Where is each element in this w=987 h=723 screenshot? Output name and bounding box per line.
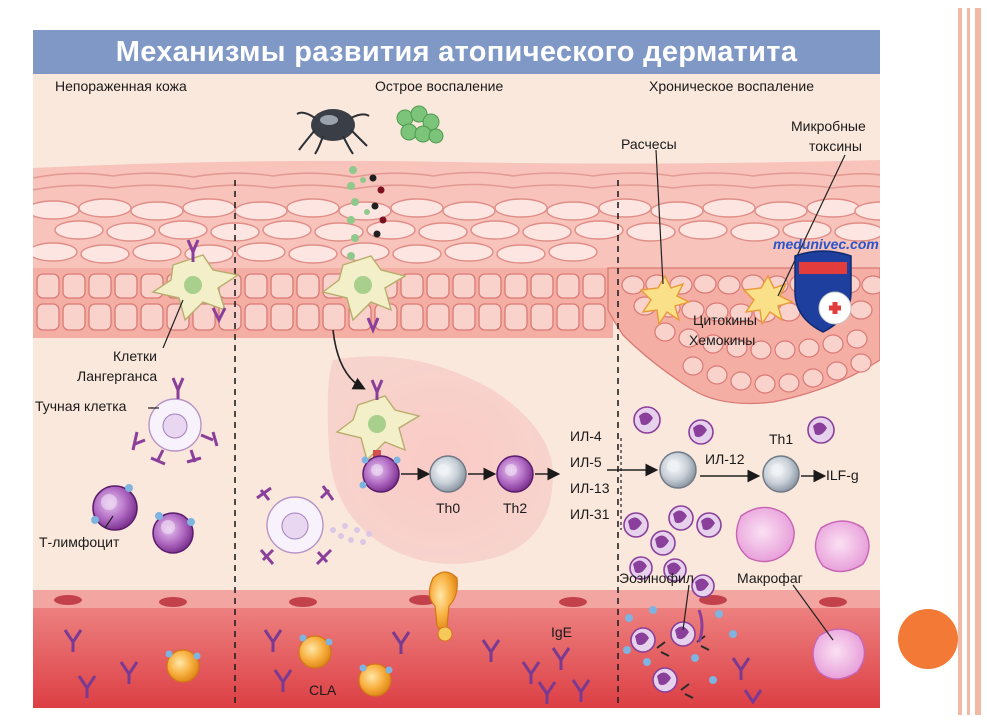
label-mast-cell: Тучная клетка (35, 398, 126, 414)
label-il4: ИЛ-4 (570, 428, 602, 444)
th2-cell (497, 456, 533, 492)
label-t-lymphocyte: Т-лимфоцит (39, 534, 119, 550)
label-eosinophil: Эозинофил (619, 570, 694, 586)
label-il13: ИЛ-13 (570, 480, 609, 496)
label-cytokines: Цитокины (693, 312, 757, 328)
label-langerhans-line1: Клетки (113, 348, 157, 364)
label-th2: Th2 (503, 500, 527, 516)
label-macrophage: Макрофаг (737, 570, 803, 586)
label-microbial-line2: токсины (809, 138, 862, 154)
label-cla: CLA (309, 682, 336, 698)
label-langerhans-line2: Лангерганса (77, 368, 157, 384)
label-ilf-g: ILF-g (826, 467, 859, 483)
dust-mite-icon (297, 109, 369, 154)
label-chemokines: Хемокины (689, 332, 755, 348)
watermark-text: medunivec.com (773, 236, 879, 252)
section-label-right: Хроническое воспаление (649, 78, 814, 94)
th1-cell (763, 456, 799, 492)
t-lymphocyte-left-1 (91, 484, 137, 530)
label-microbial-line1: Микробные (791, 118, 866, 134)
section-label-middle: Острое воспаление (375, 78, 503, 94)
label-scratch: Расчесы (621, 136, 677, 152)
diagram-figure: Механизмы развития атопического дерматит… (33, 30, 880, 708)
label-th1: Th1 (769, 431, 793, 447)
t-lymphocyte-left-2 (153, 512, 195, 553)
mast-cell-left (133, 378, 217, 464)
diagram-illustration (33, 30, 880, 708)
label-il31: ИЛ-31 (570, 506, 609, 522)
th0-cell-right (660, 452, 696, 488)
slide-accent-dot (898, 609, 958, 669)
section-label-left: Непораженная кожа (55, 78, 187, 94)
label-il5: ИЛ-5 (570, 454, 602, 470)
label-ige: IgE (551, 624, 572, 640)
naive-t-cell (360, 456, 401, 492)
pollen-icon (397, 106, 443, 143)
label-th0: Th0 (436, 500, 460, 516)
th0-cell (430, 456, 466, 492)
frame-line-3 (975, 8, 981, 715)
frame-line-2 (967, 8, 970, 715)
frame-line-1 (958, 8, 962, 715)
label-il12: ИЛ-12 (705, 451, 744, 467)
